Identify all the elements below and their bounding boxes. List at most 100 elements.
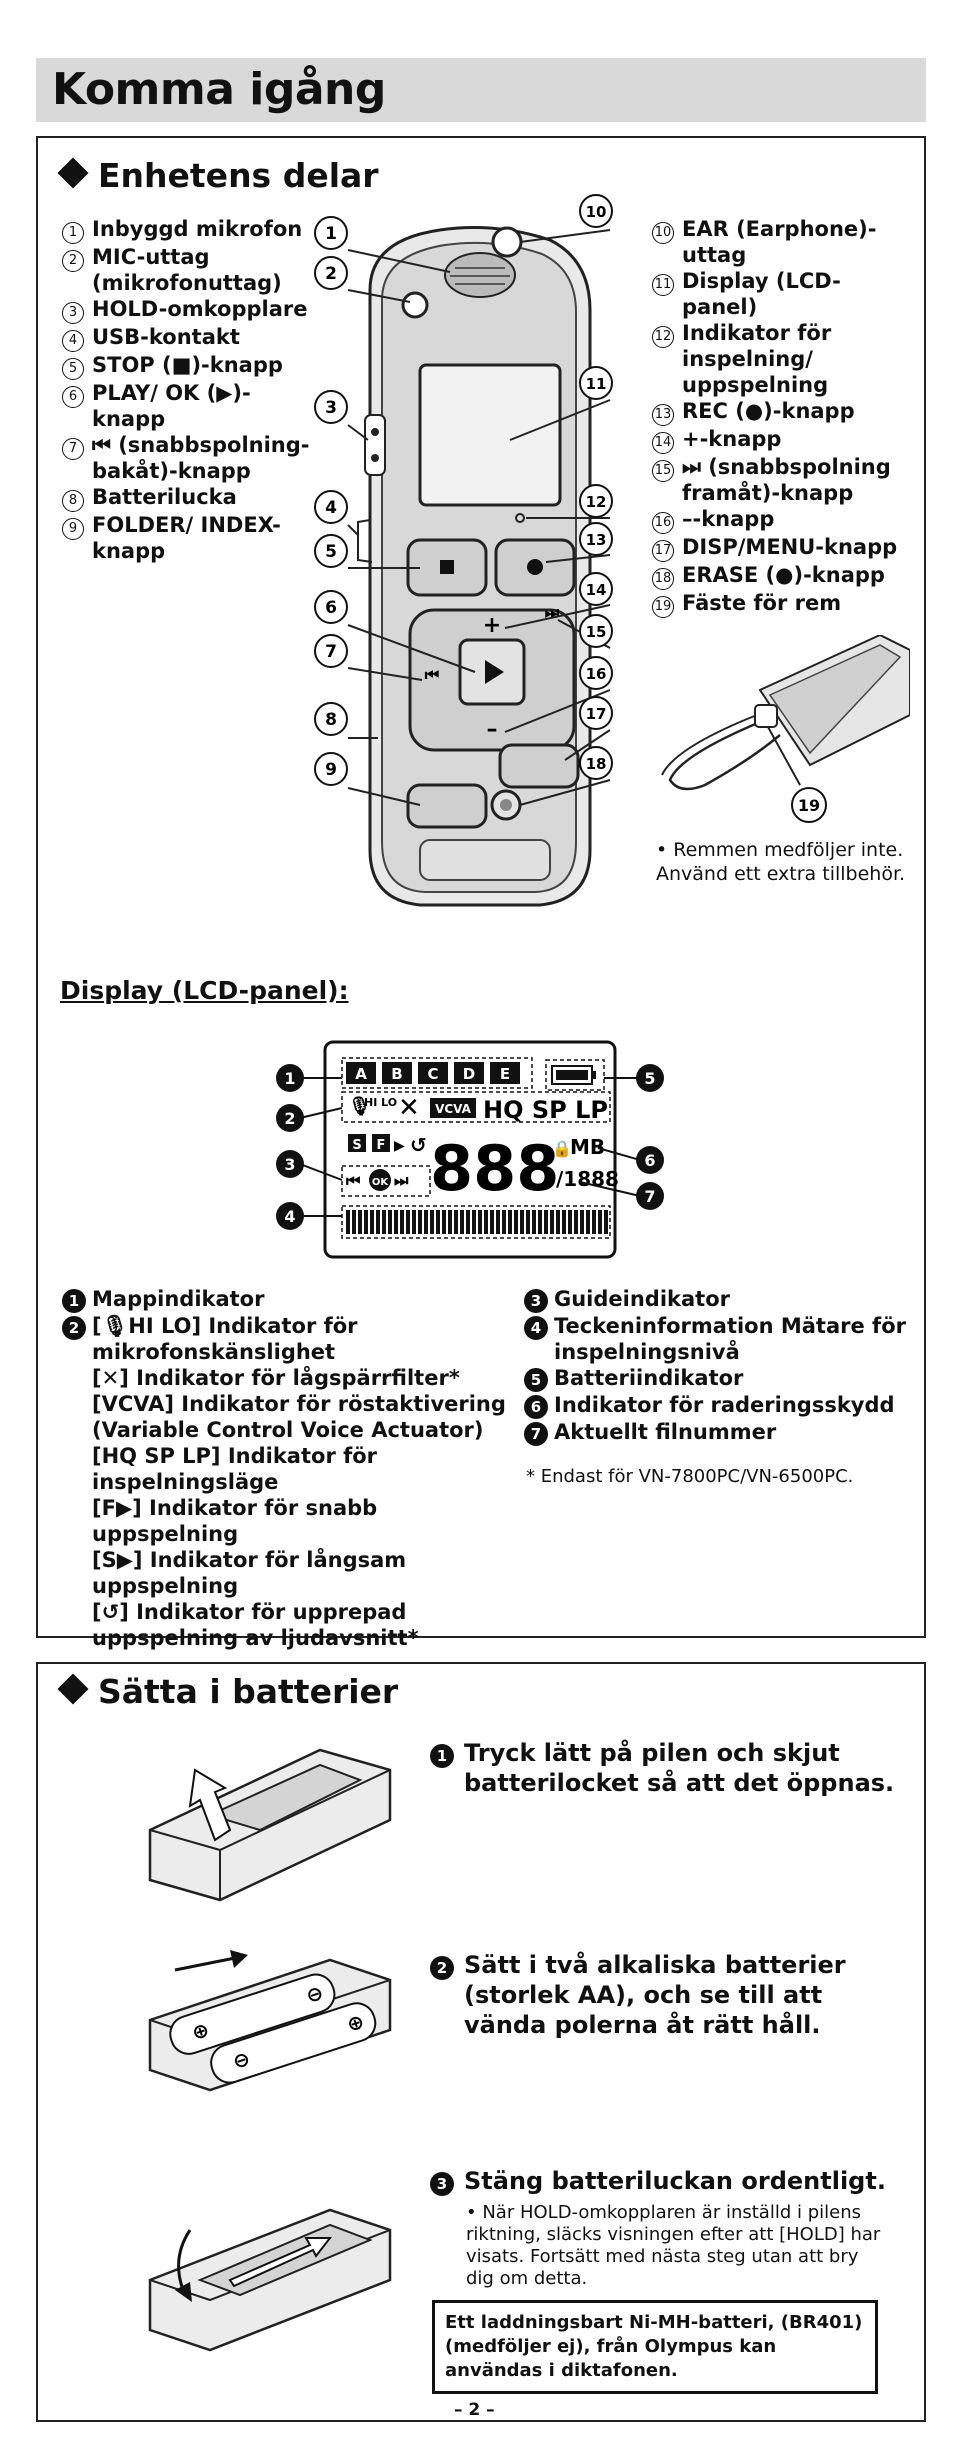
level-meter-segment (442, 1210, 446, 1234)
svg-text:⏮: ⏮ (425, 665, 439, 684)
battery-section-title: Sätta i batterier (56, 1672, 398, 1712)
level-meter-segment (376, 1210, 380, 1234)
lcd-callout-6: 6 (635, 1145, 665, 1179)
list-item-text: Inbyggd mikrofon (92, 217, 303, 241)
list-item: [HQ SP LP] Indikator för inspelningsläge (62, 1443, 522, 1495)
svg-text:4: 4 (325, 498, 337, 518)
callout-12: 12 (578, 483, 614, 523)
disp-menu-button[interactable] (498, 743, 580, 789)
level-meter-segment (526, 1210, 530, 1234)
svg-text:11: 11 (586, 375, 607, 393)
battery-step-1-text: Tryck lätt på pilen och skjut batteriloc… (464, 1739, 895, 1797)
title-bar (36, 58, 926, 122)
svg-text:1: 1 (325, 224, 337, 244)
list-item-text: USB-kontakt (92, 325, 240, 349)
level-meter-segment (598, 1210, 602, 1234)
battery-section-box (36, 1662, 926, 2422)
display-footnote: * Endast för VN-7800PC/VN-6500PC. (526, 1466, 854, 1487)
battery-icon (169, 1973, 336, 2055)
list-item: 15⏭ (snabbspolning framåt)-knapp (652, 454, 912, 506)
svg-text:5: 5 (325, 542, 337, 562)
list-item-text: Batterilucka (92, 485, 237, 509)
callout-15: 15 (578, 613, 614, 653)
level-meter-segment (520, 1210, 524, 1234)
level-meter-segment (424, 1210, 428, 1234)
list-item-text: ⏮ (snabbspolning-bakåt)-knapp (92, 433, 310, 483)
lcd-screen (418, 363, 562, 507)
list-item-text: Batteriindikator (554, 1366, 744, 1390)
svg-text:3: 3 (325, 398, 337, 418)
list-item-text: EAR (Earphone)-uttag (682, 217, 877, 267)
list-item-text: [✕] Indikator för lågspärrfilter* (92, 1366, 460, 1390)
level-meter-segment (352, 1210, 356, 1234)
rec-indicator-light (515, 513, 525, 523)
callout-1: 1 (313, 215, 349, 255)
list-item-text: Teckeninformation Mätare för inspelnings… (554, 1314, 906, 1364)
folder-letter: C (427, 1065, 438, 1083)
lcd-file-number: /1888 (556, 1167, 619, 1191)
list-item-text: Fäste för rem (682, 591, 842, 615)
diamond-bullet-icon (57, 1673, 89, 1705)
svg-text:2: 2 (325, 264, 337, 284)
folder-indicator (418, 1062, 448, 1084)
svg-text:⊖: ⊖ (230, 2046, 253, 2074)
callout-10: 10 (578, 193, 614, 233)
list-item-text: PLAY/ OK (▶)-knapp (92, 381, 251, 431)
folder-index-button[interactable] (406, 783, 488, 829)
svg-text:10: 10 (586, 203, 607, 221)
callout-11: 11 (578, 365, 614, 405)
mic-jack-icon (401, 291, 429, 319)
svg-text:18: 18 (586, 755, 607, 773)
list-item: [S▶] Indikator för långsam uppspelning (62, 1547, 522, 1599)
list-item-text: MIC-uttag (mikrofonuttag) (92, 245, 282, 295)
list-item: 14+-knapp (652, 426, 912, 454)
level-meter-segment (466, 1210, 470, 1234)
level-meter-segment (454, 1210, 458, 1234)
arrow-icon (230, 1950, 248, 1968)
repeat-indicator: ↺ (410, 1133, 427, 1157)
svg-text:12: 12 (586, 493, 607, 511)
level-meter-segment (394, 1210, 398, 1234)
svg-text:7: 7 (325, 642, 337, 662)
hold-switch[interactable] (364, 414, 386, 476)
level-meter-segment (400, 1210, 404, 1234)
list-item-text: [VCVA] Indikator för röstaktivering (Var… (92, 1392, 506, 1442)
folder-indicator (382, 1062, 412, 1084)
diamond-bullet-icon (57, 157, 89, 189)
list-item-text: Indikator för raderingsskydd (554, 1393, 895, 1417)
callout-7: 7 (313, 633, 349, 673)
list-item-text: +-knapp (682, 427, 782, 451)
erase-lock-icon: 🔒 (552, 1139, 572, 1158)
strap-loop (668, 718, 781, 791)
level-meter-segment (604, 1210, 608, 1234)
battery-step1-illustration (148, 1748, 392, 1902)
callout-2: 2 (313, 255, 349, 295)
arrow-icon (188, 1768, 232, 1842)
level-meter-segment (436, 1210, 440, 1234)
lowcut-filter-icon: ✕ (398, 1093, 420, 1123)
svg-text:1: 1 (284, 1069, 295, 1088)
battery-step-3-text: Stäng batteriluckan ordentligt. (464, 2167, 886, 2195)
folder-letter: E (500, 1065, 510, 1083)
callout-9: 9 (313, 751, 349, 791)
callout-16: 16 (578, 655, 614, 695)
level-meter-segment (538, 1210, 542, 1234)
level-meter-segment (502, 1210, 506, 1234)
level-meter-segment (364, 1210, 368, 1234)
folder-indicator (454, 1062, 484, 1084)
list-item-text: Guideindikator (554, 1287, 730, 1311)
list-item-text: STOP (■)-knapp (92, 353, 283, 377)
svg-text:9: 9 (325, 760, 337, 780)
callout-6: 6 (313, 589, 349, 629)
callout-13: 13 (578, 521, 614, 561)
ear-jack-icon (491, 226, 523, 258)
